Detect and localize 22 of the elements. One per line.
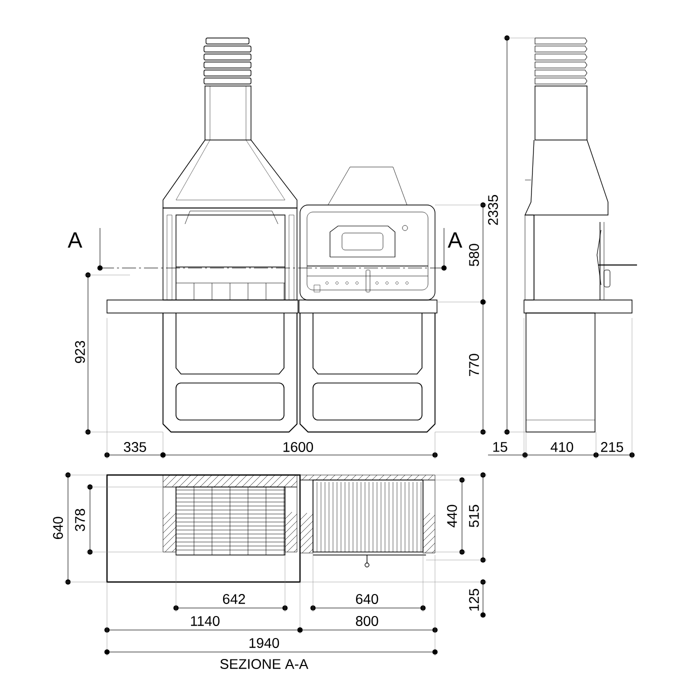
dimension-label: 515: [469, 504, 479, 528]
dimension-label: 923: [75, 340, 85, 364]
dimension-label: 335: [124, 442, 146, 452]
dimension-label: 580: [469, 244, 479, 266]
dimension-label: 770: [469, 354, 479, 376]
dimension-label: 640: [356, 594, 378, 604]
dimension-label: 410: [550, 442, 574, 452]
dimension-label: 440: [447, 504, 457, 528]
dimension-label: 125: [469, 588, 479, 611]
dimension-label: 1940: [250, 638, 280, 648]
dimension-label: 215: [601, 442, 624, 452]
dimension-label: 800: [356, 616, 378, 626]
dimension-label: 15: [493, 442, 508, 452]
dimension-label: 640: [53, 516, 63, 539]
dimension-label: 2335: [488, 195, 498, 225]
dimension-label: 1600: [284, 442, 314, 452]
section-letter: A: [448, 232, 462, 248]
dimension-label: 1140: [191, 616, 220, 626]
section-letter: A: [68, 232, 82, 248]
dimension-label: 378: [75, 508, 85, 532]
caption: SEZIONE A-A: [220, 659, 308, 669]
dimension-label: 642: [223, 594, 245, 604]
